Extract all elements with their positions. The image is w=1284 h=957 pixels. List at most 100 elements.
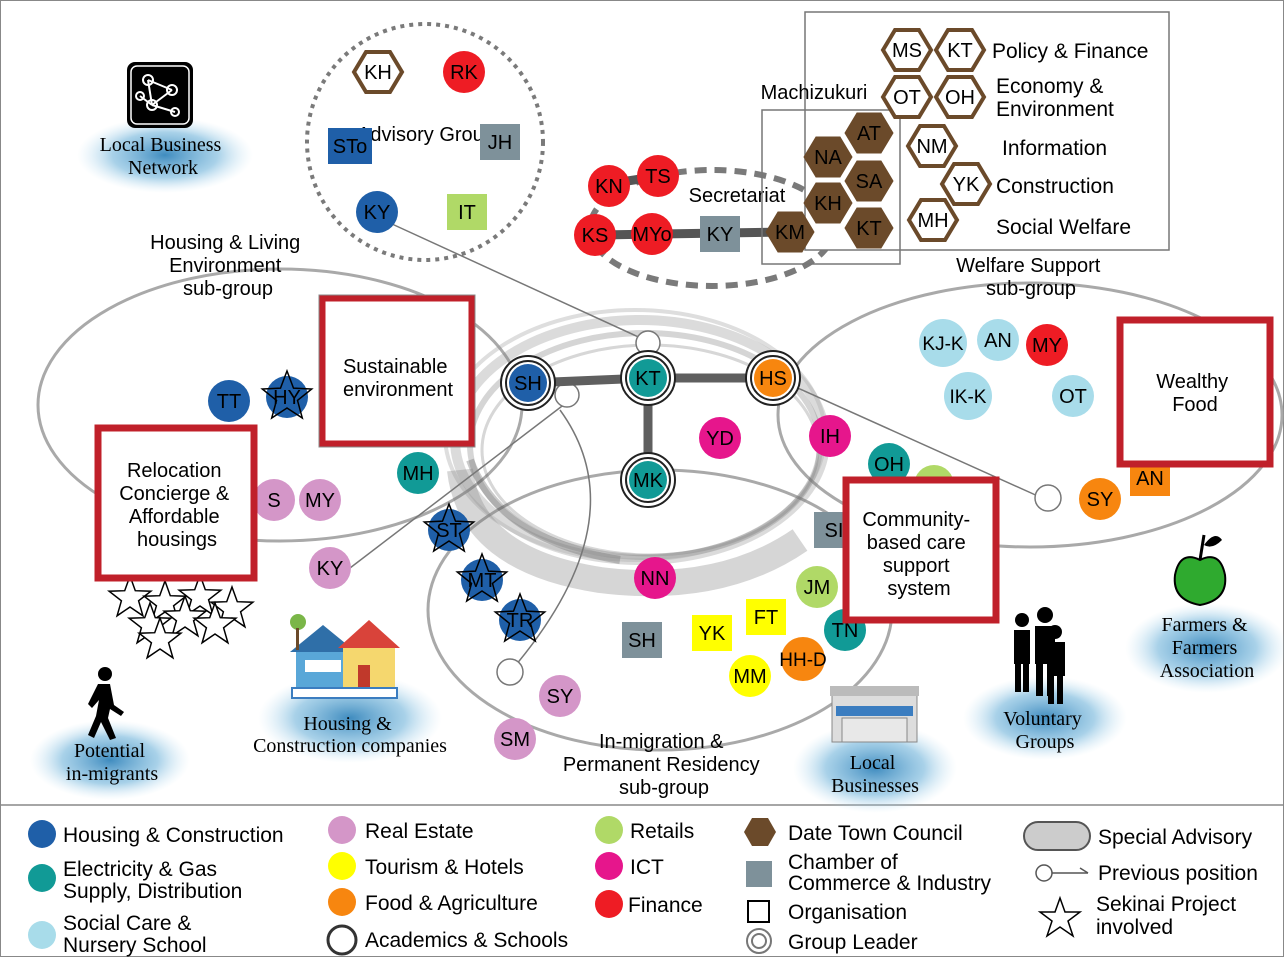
svg-text:SM: SM [500, 729, 530, 751]
housing-subgroup-label: Housing & Living Environment sub-group [150, 232, 306, 300]
legend-swatch-previous-position [1035, 864, 1053, 882]
sekinai-star [107, 573, 153, 618]
legend-finance: Finance [628, 894, 703, 917]
sekinai-star [192, 600, 238, 645]
svg-text:MY: MY [1032, 335, 1062, 357]
machizukuri-row-construction: Construction [996, 175, 1114, 198]
secretariat-member-ky: KY [700, 216, 740, 252]
inmigration-subgroup-label: In-migration & Permanent Residency sub-g… [563, 731, 765, 799]
legend-swatch-chamber [746, 861, 772, 887]
machizukuri-row-economy-1: Economy & [996, 75, 1103, 98]
inmigration-node-mm: MM [729, 655, 771, 697]
svg-text:Sustainable environment: Sustainable environment [343, 356, 454, 401]
machizukuri-core-na: NA [803, 136, 853, 178]
svg-text:KT: KT [635, 368, 661, 390]
svg-text:HY: HY [273, 387, 301, 409]
svg-text:YK: YK [953, 174, 980, 196]
advisory-group-label: Advisory Group [357, 124, 495, 146]
advisory-member-it: IT [447, 194, 487, 230]
sekinai-star [177, 572, 223, 617]
advisory-member-ky: KY [356, 191, 398, 233]
svg-text:IK-K: IK-K [950, 387, 987, 408]
legend-retails: Retails [630, 820, 694, 843]
leader-hs: HS [745, 350, 801, 406]
previous-position-marker [1034, 484, 1062, 512]
welfare-node-sy: SY [1079, 478, 1121, 520]
svg-text:AT: AT [857, 123, 881, 145]
svg-text:OT: OT [1059, 386, 1087, 408]
legend-ict: ICT [630, 856, 664, 879]
welfare-node-my: MY [1026, 324, 1068, 366]
svg-text:JM: JM [804, 577, 831, 599]
svg-text:MY: MY [305, 490, 335, 512]
potential-inmigrants-label: Potential in-migrants [66, 740, 158, 785]
machizukuri-core-box [761, 109, 901, 265]
svg-text:Wealthy Food: Wealthy Food [1156, 371, 1233, 416]
housing-node-s: S [253, 479, 295, 521]
svg-text:IT: IT [458, 202, 476, 224]
svg-text:KT: KT [947, 40, 973, 62]
machizukuri-core-kh: KH [803, 182, 853, 224]
svg-text:YD: YD [706, 428, 734, 450]
center-node-yd: YD [699, 417, 741, 459]
svg-text:OH: OH [945, 87, 975, 109]
svg-text:SH: SH [628, 630, 656, 652]
legend-swatch-finance [595, 890, 623, 918]
inmigration-node-hhd: HH-D [779, 637, 827, 681]
previous-position-marker [554, 382, 580, 408]
svg-text:KN: KN [595, 176, 623, 198]
svg-text:KH: KH [814, 193, 842, 215]
legend-swatch-academics [326, 924, 358, 956]
legend: Housing & Construction Electricity & Gas… [28, 816, 1258, 957]
secretariat-label: Secretariat [689, 185, 786, 207]
svg-text:SI: SI [825, 520, 844, 542]
machizukuri-core-at: AT [844, 112, 894, 154]
svg-text:MH: MH [917, 210, 948, 232]
svg-text:KH: KH [364, 62, 392, 84]
svg-text:NA: NA [814, 147, 842, 169]
machizukuri-row-social-welfare: Social Welfare [996, 216, 1131, 239]
legend-swatch-sekinai-star [1037, 895, 1083, 938]
legend-swatch-housing [28, 820, 56, 848]
housing-node-tr: TR [493, 591, 547, 643]
svg-text:KM: KM [775, 222, 805, 244]
housing-node-ky: KY [309, 547, 351, 589]
sekinai-star [162, 593, 208, 638]
housing-node-mt: MT [455, 551, 509, 603]
machizukuri-label: Machizukuri [761, 82, 868, 104]
svg-text:SY: SY [1087, 489, 1114, 511]
inmigration-node-sh: SH [622, 622, 662, 658]
svg-text:MT: MT [468, 570, 497, 592]
inmigration-node-sm: SM [494, 718, 536, 760]
svg-text:SH: SH [514, 373, 542, 395]
center-node-ih: IH [809, 415, 851, 457]
farmers-blob [1125, 603, 1284, 693]
machizukuri-core-kt: KT [844, 207, 894, 249]
advisory-group-circle [305, 22, 545, 262]
theme-sustainable-environment: Sustainable environment [318, 294, 476, 448]
svg-text:S: S [267, 490, 280, 512]
svg-text:TT: TT [217, 391, 241, 413]
legend-social-care: Social Care &Nursery School [63, 912, 207, 957]
legend-group-leader: Group Leader [788, 931, 918, 954]
svg-text:MS: MS [892, 40, 922, 62]
apple-icon [1173, 534, 1227, 607]
walking-person-icon [88, 667, 124, 740]
inmigration-node-jm: JM [796, 566, 838, 608]
legend-swatch-electricity [28, 864, 56, 892]
machizukuri-member-oh: OH [933, 75, 987, 119]
advisory-member-kh: KH [351, 50, 405, 94]
inmigration-node-ft: FT [746, 599, 786, 635]
center-node-nn: NN [634, 557, 676, 599]
local-businesses-label: Local Businesses [831, 752, 919, 797]
legend-academics: Academics & Schools [365, 929, 568, 952]
people-group-icon [1014, 607, 1065, 704]
legend-council: Date Town Council [788, 822, 963, 845]
machizukuri-member-yk: YK [939, 162, 993, 206]
theme-community-care: Community- based care support system [842, 476, 1000, 624]
housing-node-tt: TT [208, 380, 250, 422]
voluntary-groups-label: Voluntary Groups [1003, 708, 1087, 753]
